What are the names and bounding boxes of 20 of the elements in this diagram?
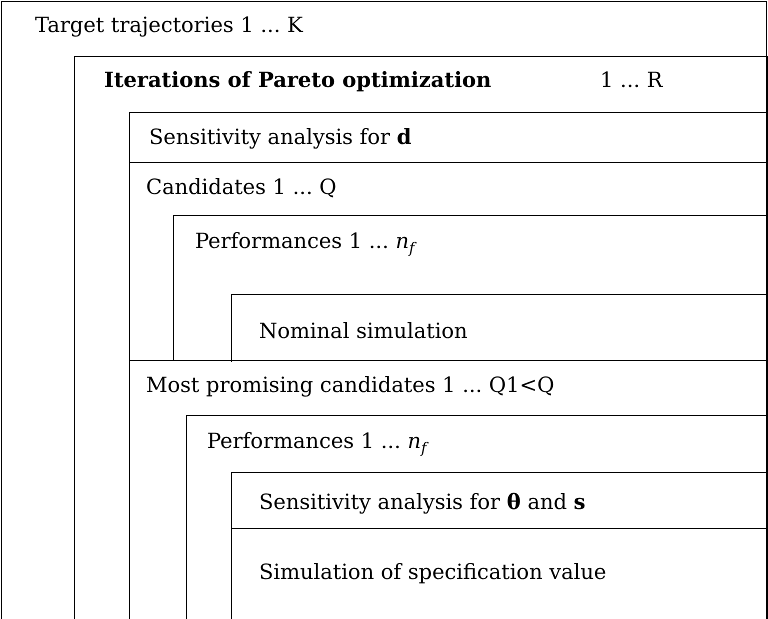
structure-block xyxy=(173,215,768,361)
block-heading: Iterations of Pareto optimization xyxy=(104,67,492,93)
block-heading: Simulation of specification value xyxy=(259,559,606,585)
structure-block xyxy=(186,415,768,619)
loop-range: 1 ... R xyxy=(600,67,663,93)
structure-block xyxy=(231,294,768,362)
block-heading: Most promising candidates 1 ... Q1<Q xyxy=(146,372,554,398)
structure-block xyxy=(129,162,768,360)
block-heading: Sensitivity analysis for θ and s xyxy=(259,489,586,515)
block-heading: Nominal simulation xyxy=(259,318,468,344)
structure-block xyxy=(231,472,768,528)
structure-block xyxy=(231,528,768,619)
block-heading: Target trajectories 1 ... K xyxy=(35,12,303,38)
structure-block xyxy=(74,56,768,619)
block-heading: Performances 1 ... n$_{f}$ xyxy=(207,428,426,460)
block-heading: Candidates 1 ... Q xyxy=(146,174,337,200)
block-heading: Performances 1 ... n$_{f}$ xyxy=(195,228,414,260)
structure-block xyxy=(129,360,768,619)
structure-block xyxy=(129,112,768,162)
block-heading: Sensitivity analysis for d xyxy=(149,124,412,150)
